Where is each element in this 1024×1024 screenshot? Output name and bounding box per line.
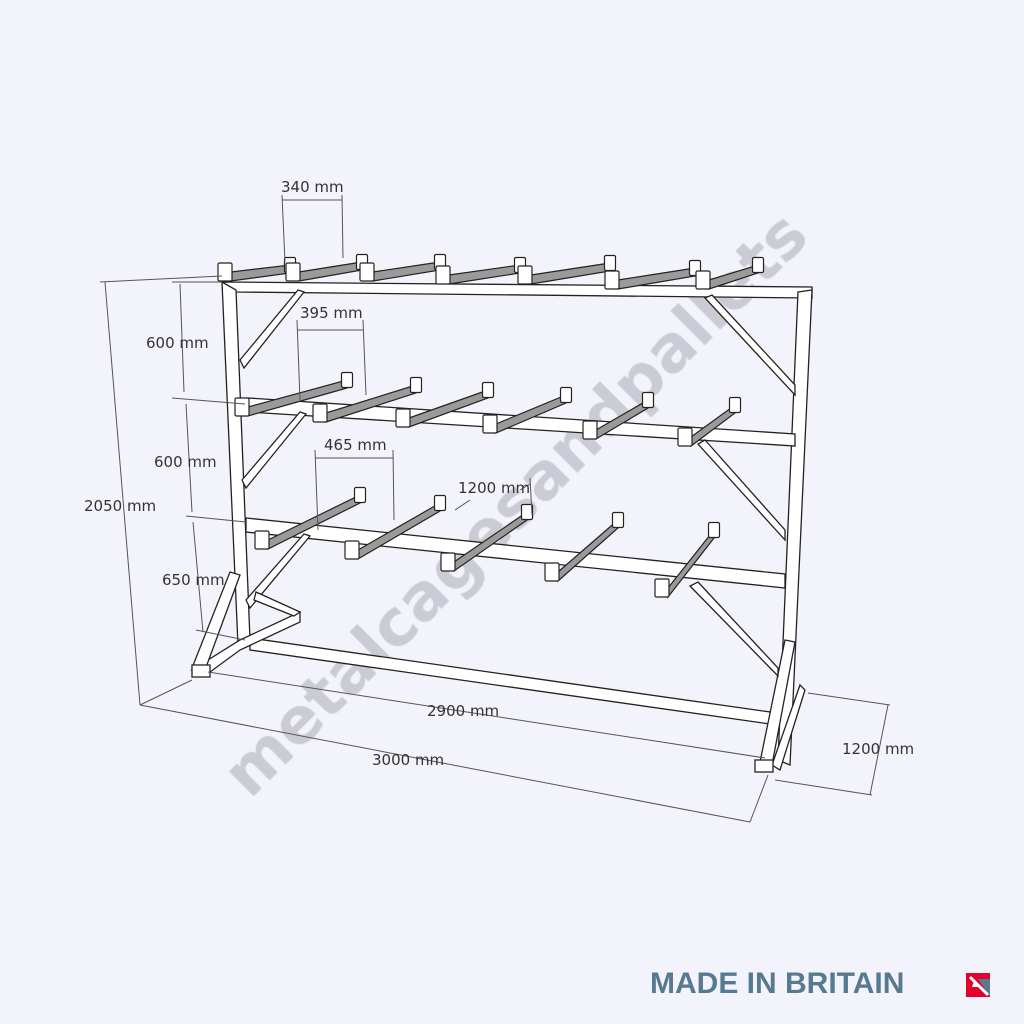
cantilever-arm (448, 264, 521, 285)
arm-end-cap (359, 262, 375, 282)
arm-end-cap (611, 511, 625, 529)
arm-end-cap (254, 530, 270, 550)
arm-end-cap (482, 414, 498, 434)
arm-end-cap (520, 503, 534, 521)
arm-end-cap (344, 540, 360, 560)
cantilever-arm (557, 518, 619, 583)
arm-end-cap (353, 486, 367, 504)
arm-end-cap (695, 270, 711, 290)
arm-end-cap (481, 381, 495, 399)
arm-end-cap (435, 265, 451, 285)
arm-end-cap (582, 420, 598, 440)
cantilever-arm (708, 264, 759, 290)
dim-395: 395 mm (300, 304, 363, 322)
arm-end-cap (751, 256, 765, 274)
dimension-labels: 340 mm 395 mm 465 mm 1200 mm 600 mm 600 … (84, 178, 914, 769)
dim-3000: 3000 mm (372, 751, 444, 769)
arm-end-cap (285, 262, 301, 282)
dim-465: 465 mm (324, 436, 387, 454)
dimension-lines (99, 194, 891, 823)
arm-end-cap (603, 254, 617, 272)
cantilever-arm (298, 261, 363, 282)
arms (217, 253, 765, 599)
arm-end-cap (559, 386, 573, 404)
arm-end-cap (433, 494, 447, 512)
dim-650: 650 mm (162, 571, 225, 589)
cantilever-arm (230, 264, 291, 282)
arm-end-cap (409, 376, 423, 394)
arm-end-cap (517, 265, 533, 285)
dim-600-a: 600 mm (146, 334, 209, 352)
dim-340: 340 mm (281, 178, 344, 196)
made-in-britain-logo: MADE IN BRITAIN (650, 967, 905, 1000)
cantilever-arm (372, 261, 441, 282)
arm-end-cap (641, 391, 655, 409)
arm-end-cap (312, 403, 328, 423)
arm-end-cap (440, 552, 456, 572)
dim-1200-depth: 1200 mm (842, 740, 914, 758)
arm-end-cap (340, 371, 354, 389)
arm-end-cap (604, 270, 620, 290)
dim-1200-arm: 1200 mm (458, 479, 530, 497)
arm-end-cap (544, 562, 560, 582)
arm-end-cap (707, 521, 721, 539)
arm-end-cap (217, 262, 233, 282)
arm-end-cap (728, 396, 742, 414)
dim-2900: 2900 mm (427, 702, 499, 720)
arm-end-cap (395, 408, 411, 428)
cantilever-arm (530, 262, 611, 285)
dim-600-b: 600 mm (154, 453, 217, 471)
arm-end-cap (234, 397, 250, 417)
dim-2050: 2050 mm (84, 497, 156, 515)
arm-end-cap (677, 427, 693, 447)
union-flag-icon (966, 973, 990, 997)
arm-end-cap (654, 578, 670, 598)
